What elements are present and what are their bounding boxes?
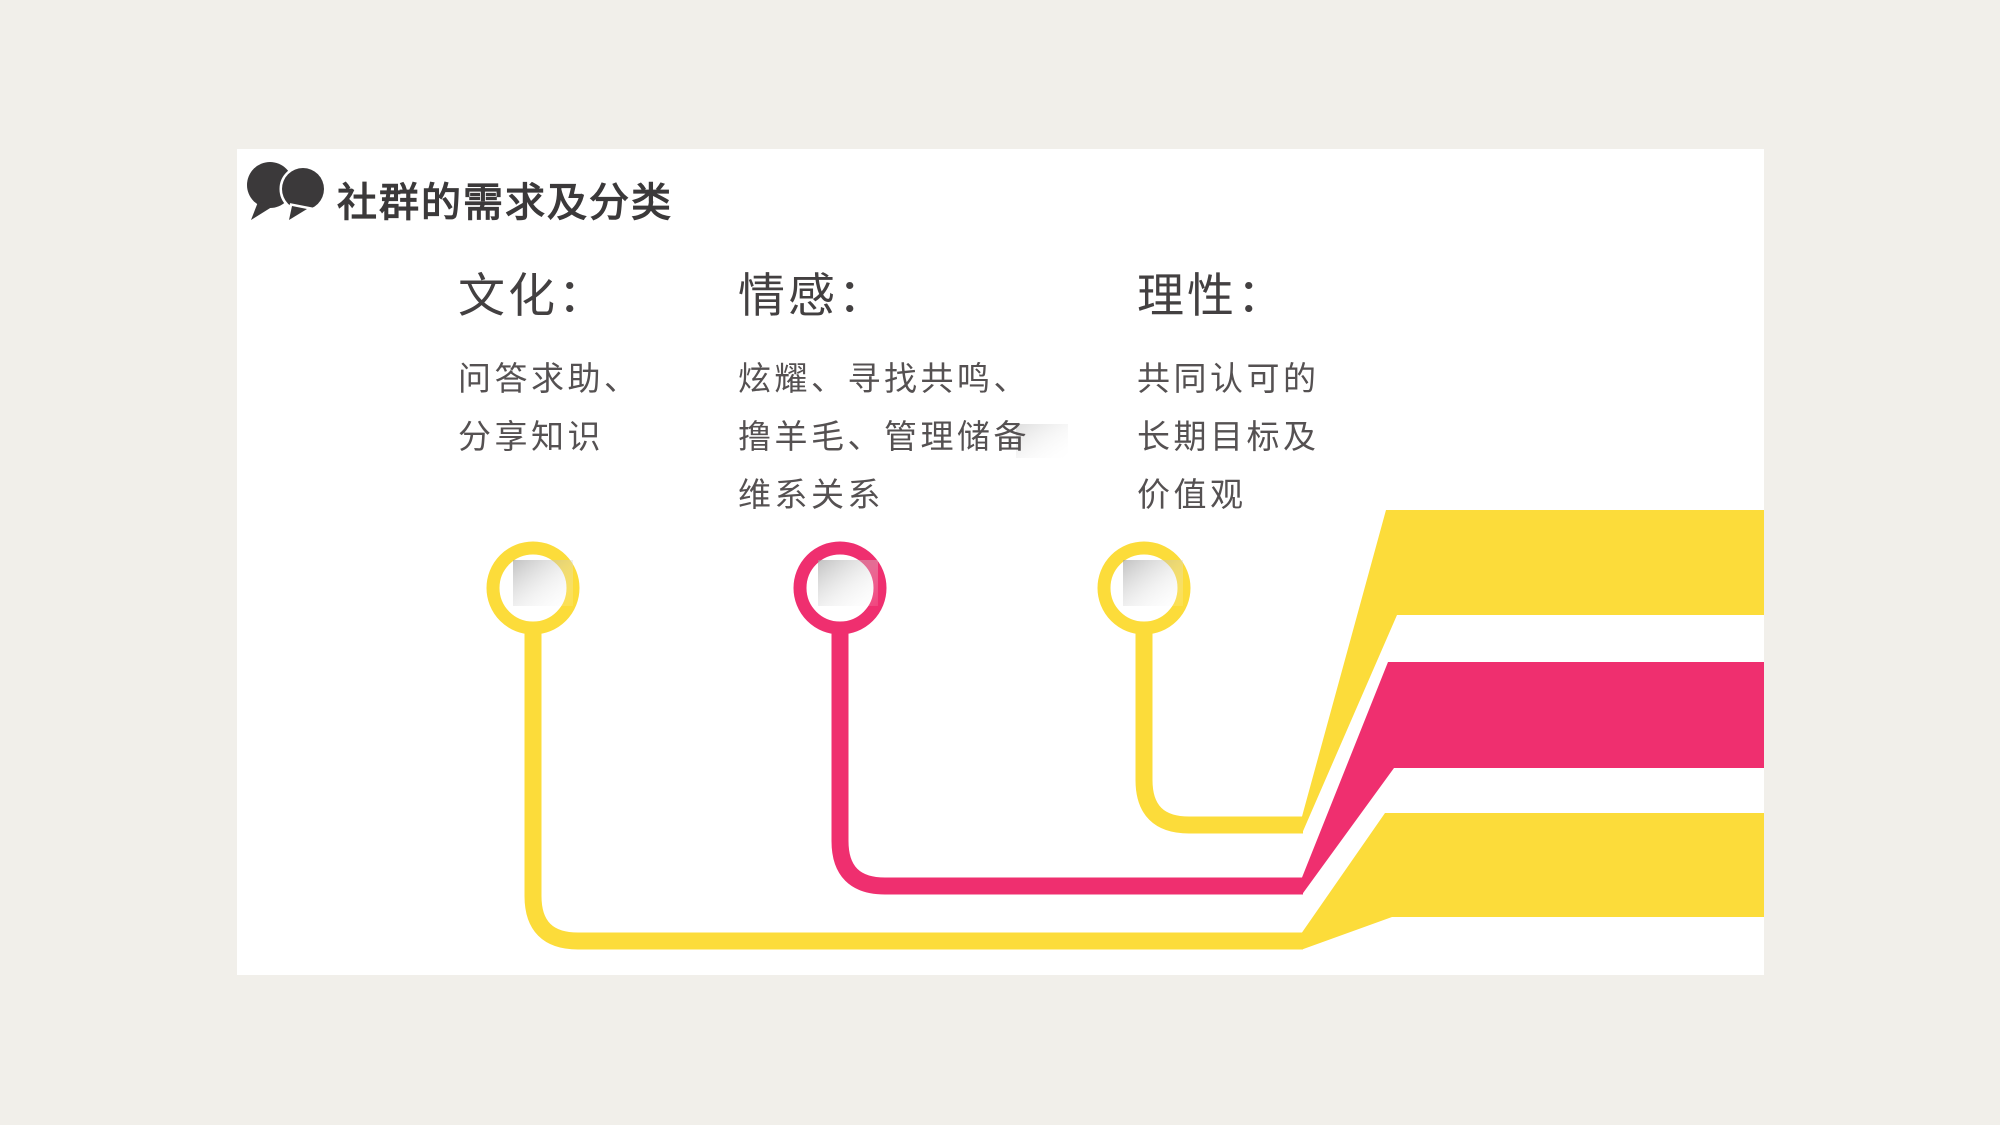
culture-line: 分享知识 xyxy=(458,418,604,455)
culture-body: 问答求助、 分享知识 xyxy=(458,350,641,466)
culture-heading: 文化： xyxy=(458,269,608,322)
emotion-line: 撸羊毛、管理储备 xyxy=(738,418,1030,455)
culture-connector-line xyxy=(524,622,1303,950)
rational-line: 共同认可的 xyxy=(1137,360,1320,397)
emotion-band xyxy=(1302,662,1764,895)
rational-body: 共同认可的 长期目标及 价值观 xyxy=(1137,350,1320,524)
emotion-node-placeholder xyxy=(818,560,878,606)
culture-line: 问答求助、 xyxy=(458,360,641,397)
emotion-connector-line xyxy=(831,622,1303,895)
emotion-body: 炫耀、寻找共鸣、 撸羊毛、管理储备 维系关系 xyxy=(738,350,1030,524)
emotion-line: 维系关系 xyxy=(738,476,884,513)
chat-bubbles-icon xyxy=(246,160,328,226)
column-culture: 文化： 问答求助、 分享知识 xyxy=(458,269,637,455)
rational-line: 长期目标及 xyxy=(1137,418,1320,455)
rational-line: 价值观 xyxy=(1137,476,1247,513)
rational-heading: 理性： xyxy=(1137,269,1287,322)
rational-band xyxy=(1302,510,1764,834)
emotion-line: 炫耀、寻找共鸣、 xyxy=(738,360,1030,397)
emotion-heading: 情感： xyxy=(738,269,888,322)
page-title: 社群的需求及分类 xyxy=(337,181,673,225)
faded-text-fragment xyxy=(1016,424,1068,458)
rational-connector-line xyxy=(1135,622,1303,834)
column-rational: 理性： 共同认可的 长期目标及 价值观 xyxy=(1137,269,1316,513)
culture-node-placeholder xyxy=(513,560,573,606)
column-emotion: 情感： 炫耀、寻找共鸣、 撸羊毛、管理储备 维系关系 xyxy=(738,269,1027,513)
culture-band xyxy=(1302,813,1764,950)
rational-node-placeholder xyxy=(1123,560,1183,606)
